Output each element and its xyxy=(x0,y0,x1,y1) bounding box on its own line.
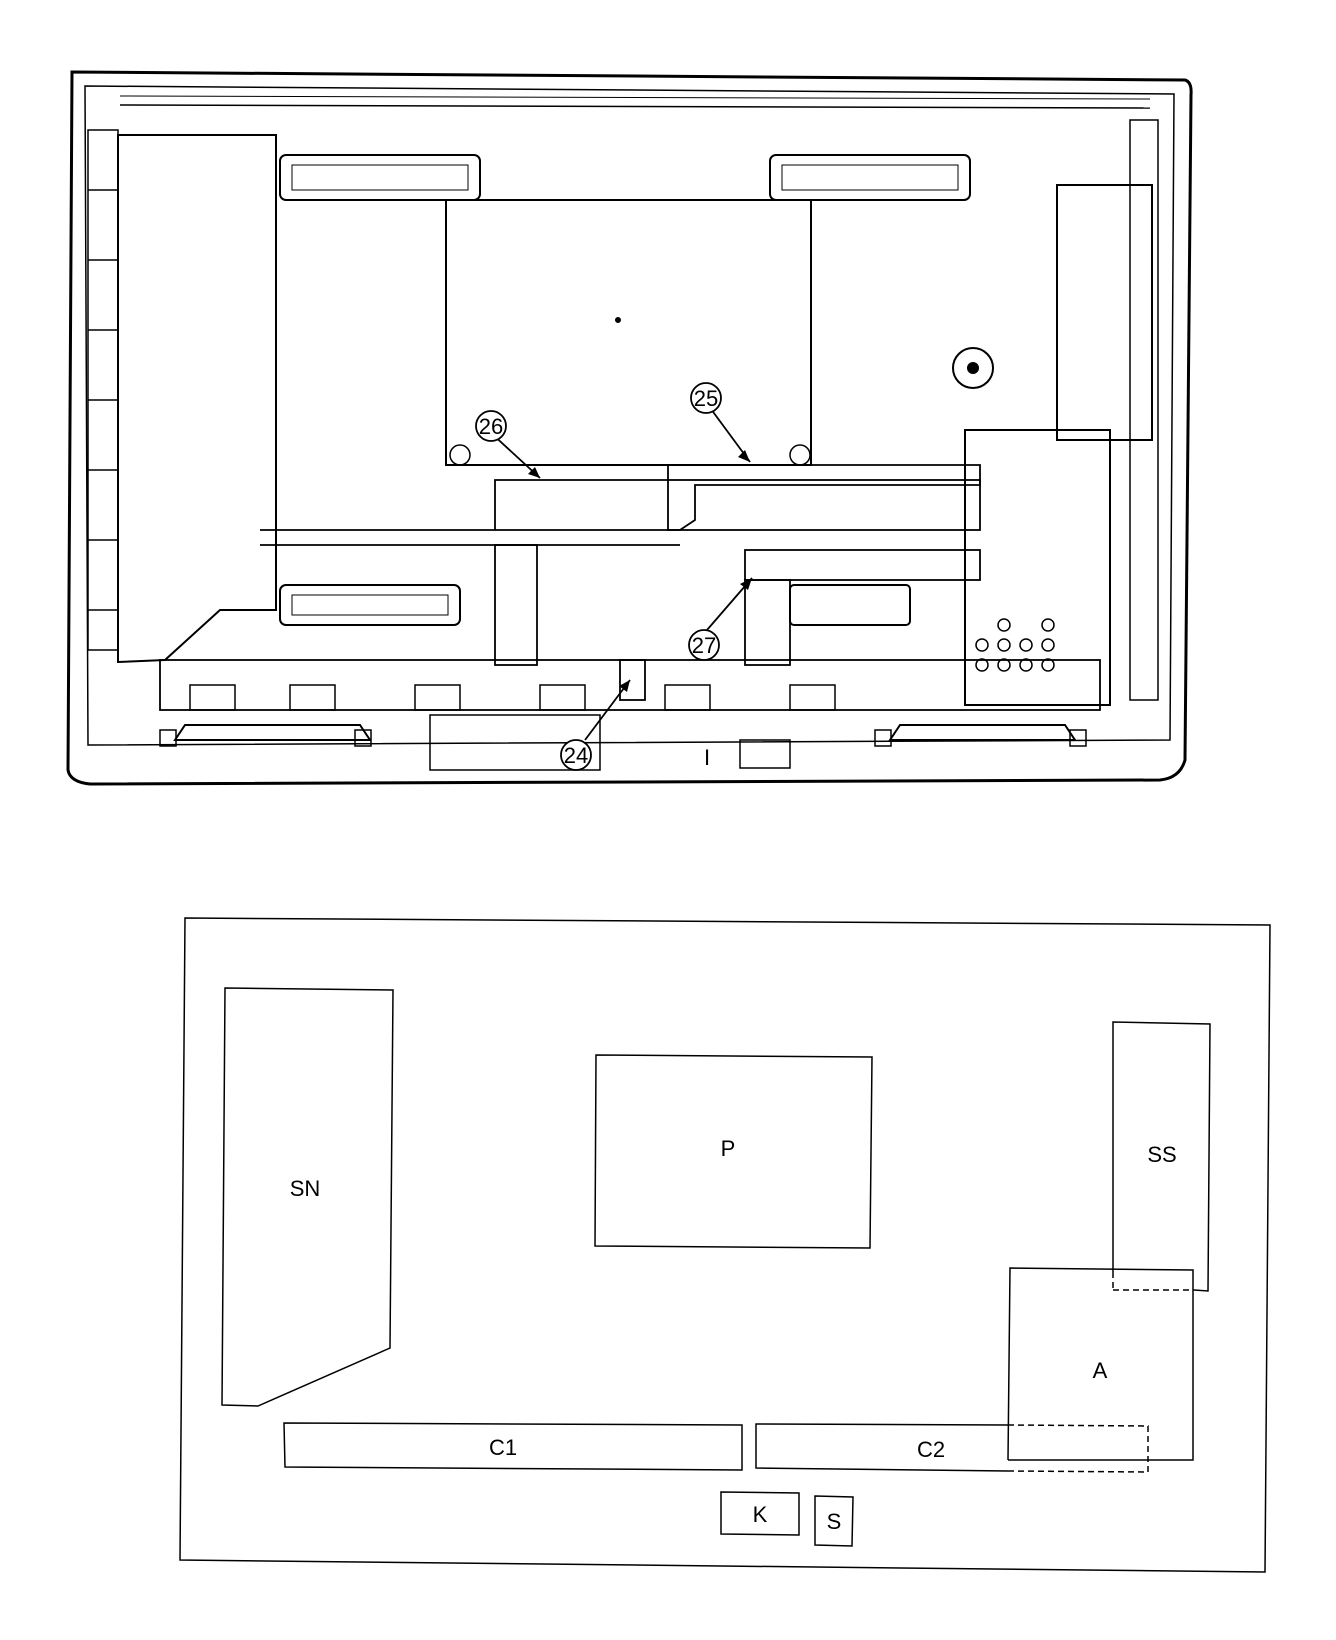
chassis-outer-frame xyxy=(66,70,1193,786)
svg-text:C2: C2 xyxy=(917,1437,945,1462)
speaker-left xyxy=(173,724,372,741)
c-board-strip xyxy=(159,659,1101,711)
svg-text:P: P xyxy=(721,1136,736,1161)
right-edge-rail xyxy=(1129,119,1159,701)
callout-27: 27 xyxy=(688,577,753,661)
marker-i: I xyxy=(704,745,710,770)
handle-top-right xyxy=(769,154,971,201)
chassis-inner-frame xyxy=(84,85,1175,746)
board-ss: SS xyxy=(1112,1021,1211,1292)
ss-board-drawing xyxy=(1056,184,1153,441)
svg-text:A: A xyxy=(1093,1358,1108,1383)
sn-board-drawing xyxy=(117,134,277,664)
board-s: S xyxy=(814,1495,854,1547)
board-p: P xyxy=(594,1054,873,1249)
flat-cables xyxy=(260,464,981,701)
handle-top-left xyxy=(279,154,481,201)
svg-text:SN: SN xyxy=(290,1176,321,1201)
layout-outer-frame xyxy=(179,917,1271,1573)
svg-text:C1: C1 xyxy=(489,1435,517,1460)
svg-text:S: S xyxy=(827,1509,842,1534)
left-edge-connectors xyxy=(87,129,119,651)
board-sn: SN xyxy=(221,987,394,1407)
svg-text:SS: SS xyxy=(1147,1142,1176,1167)
speaker-right xyxy=(888,724,1077,741)
svg-text:24: 24 xyxy=(564,743,588,768)
board-k: K xyxy=(720,1491,800,1536)
callout-25: 25 xyxy=(690,382,751,463)
p-board-drawing xyxy=(445,199,812,466)
board-a: A xyxy=(1007,1267,1194,1461)
board-c2: C2 xyxy=(755,1423,1149,1473)
handle-bottom-center xyxy=(789,584,911,626)
svg-text:25: 25 xyxy=(694,386,718,411)
a-board-drawing xyxy=(964,429,1111,706)
k-board-drawing xyxy=(429,714,601,771)
svg-text:26: 26 xyxy=(479,414,503,439)
callout-24: 24 xyxy=(560,679,631,771)
board-c1: C1 xyxy=(283,1422,743,1471)
handle-bottom-left xyxy=(279,584,461,626)
chassis-rear-view: I 26 25 27 24 xyxy=(66,70,1193,786)
svg-text:27: 27 xyxy=(692,633,716,658)
s-board-drawing xyxy=(739,739,791,769)
callout-26: 26 xyxy=(475,410,541,479)
svg-text:K: K xyxy=(753,1502,768,1527)
